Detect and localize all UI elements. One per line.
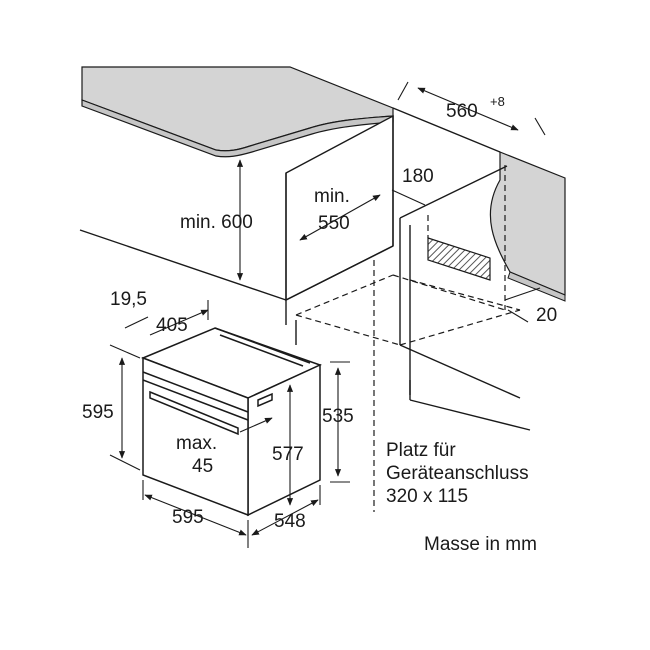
label-note-line3: 320 x 115 [386, 486, 468, 507]
label-handle-max: max. [176, 433, 217, 454]
label-side-gap: 20 [536, 305, 557, 326]
dimension-lines [109, 81, 546, 548]
label-body-height: 535 [322, 406, 354, 427]
label-door-depth: 405 [156, 315, 188, 336]
label-inner-height: 577 [272, 444, 304, 465]
label-total-height: 595 [82, 402, 114, 423]
label-handle-max-value: 45 [192, 456, 213, 477]
label-total-width: 595 [172, 507, 204, 528]
label-door-offset: 19,5 [110, 289, 147, 310]
label-height-min: min. 600 [180, 212, 253, 233]
label-depth-min-value: 550 [318, 213, 350, 234]
label-width-niche: 560 [446, 101, 478, 122]
label-note-line1: Platz für [386, 440, 456, 461]
countertop-right [489, 151, 566, 302]
oven [140, 327, 322, 517]
hidden-lines [295, 165, 521, 512]
label-units: Masse in mm [424, 534, 537, 555]
labels: 560 +8 min. 550 min. 600 180 20 19,5 405… [82, 94, 557, 555]
label-width-tolerance: +8 [490, 94, 505, 109]
connection-box [427, 215, 491, 281]
label-note-line2: Geräteanschluss [386, 463, 529, 484]
label-depth-min: min. [314, 186, 350, 207]
label-body-depth: 548 [274, 511, 306, 532]
label-back-gap: 180 [402, 166, 434, 187]
